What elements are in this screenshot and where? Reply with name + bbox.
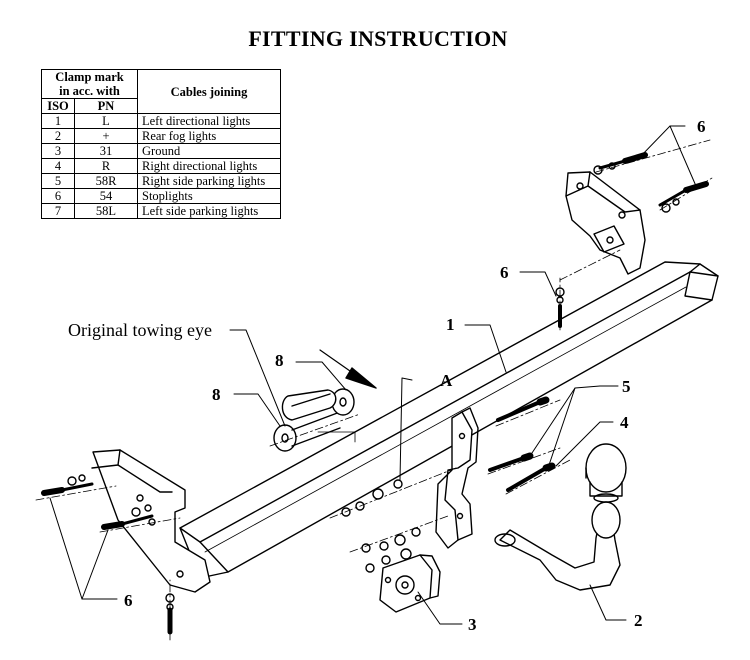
label-part-8-top: 8 (275, 351, 284, 370)
header-cables-joining: Cables joining (137, 69, 281, 114)
label-part-8-left: 8 (212, 385, 221, 404)
label-part-1: 1 (446, 315, 455, 334)
label-part-3: 3 (468, 615, 477, 634)
right-bracket (565, 171, 646, 275)
header-pn: PN (74, 98, 138, 114)
label-part-4: 4 (620, 413, 629, 432)
callout-leaders (49, 125, 697, 625)
ball-tongue (494, 443, 627, 591)
label-part-6-top: 6 (697, 117, 706, 136)
assembly-lines (35, 139, 713, 641)
label-a: A (440, 371, 453, 390)
mid-plates (435, 407, 479, 549)
label-original-towing-eye: Original towing eye (68, 320, 212, 340)
page-title: FITTING INSTRUCTION (248, 26, 508, 51)
label-part-6-bottom: 6 (124, 591, 133, 610)
socket-plate (379, 554, 441, 613)
arrow-icon (317, 349, 377, 443)
label-part-5: 5 (622, 377, 631, 396)
bolts-middle (341, 396, 556, 573)
label-part-2: 2 (634, 611, 643, 630)
label-part-6-middle: 6 (500, 263, 509, 282)
